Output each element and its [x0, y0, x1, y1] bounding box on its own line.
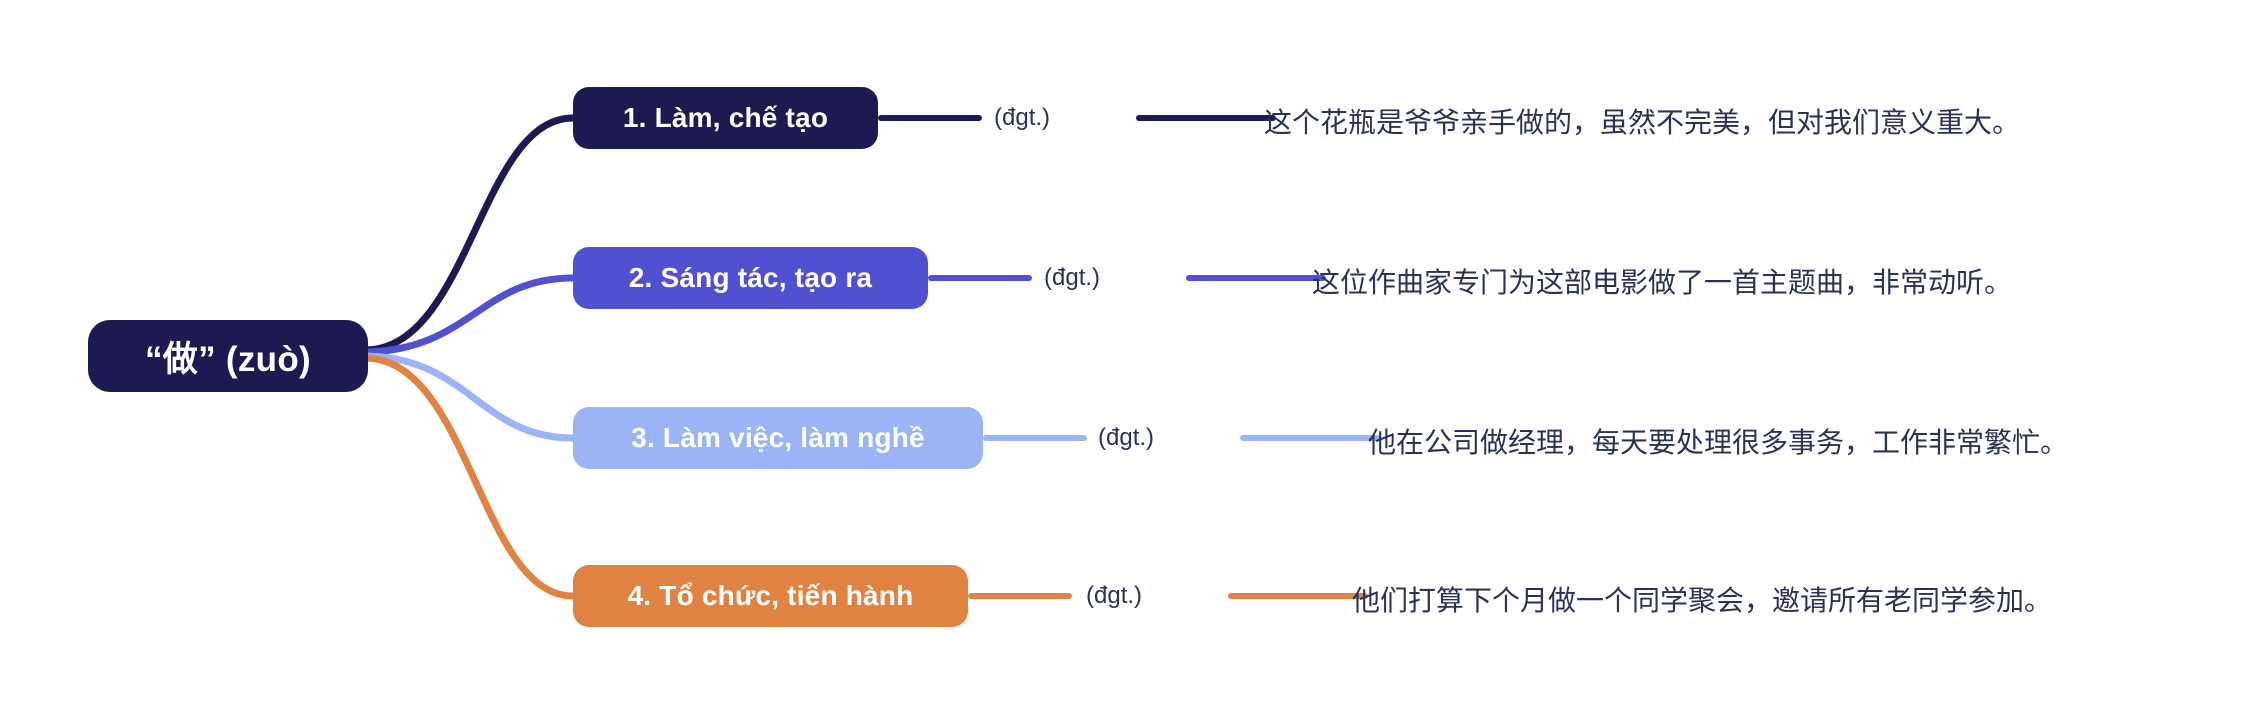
branch-2-example: 这位作曲家专门为这部电影做了一首主题曲，非常动听。	[1312, 267, 2013, 298]
branch-1-dash	[1136, 115, 1276, 121]
branch-2-dash	[1186, 275, 1326, 281]
branch-3-pos-tag: (đgt.)	[1098, 424, 1155, 451]
branch-node-4-label: 4. Tổ chức, tiến hành	[627, 580, 914, 611]
branch-1-pos-tag: (đgt.)	[994, 104, 1051, 131]
branch-4-pos-tag: (đgt.)	[1086, 582, 1143, 609]
root-node-label: “做” (zuò)	[145, 339, 311, 379]
branch-1-example: 这个花瓶是爷爷亲手做的，虽然不完美，但对我们意义重大。	[1264, 107, 2021, 138]
branch-node-3-label: 3. Làm việc, làm nghề	[631, 422, 925, 453]
branch-curve-3	[362, 352, 577, 442]
branch-4-connector-dash	[968, 593, 1072, 599]
branch-node-1[interactable]: 1. Làm, chế tạo	[573, 87, 878, 149]
branch-3-connector-dash	[983, 435, 1087, 441]
branch-node-4[interactable]: 4. Tổ chức, tiến hành	[573, 565, 968, 627]
branch-curve-1	[362, 114, 577, 354]
branch-4-example: 他们打算下个月做一个同学聚会，邀请所有老同学参加。	[1352, 585, 2053, 616]
branch-2-pos-tag: (đgt.)	[1044, 264, 1101, 291]
branch-3-example: 他在公司做经理，每天要处理很多事务，工作非常繁忙。	[1368, 427, 2069, 458]
branch-4-dash	[1228, 593, 1368, 599]
branch-curve-4	[362, 354, 577, 600]
branch-node-3[interactable]: 3. Làm việc, làm nghề	[573, 407, 983, 469]
branch-node-2[interactable]: 2. Sáng tác, tạo ra	[573, 247, 928, 309]
branch-curve-2	[362, 274, 577, 356]
branch-node-2-label: 2. Sáng tác, tạo ra	[628, 262, 873, 293]
branch-3-dash	[1240, 435, 1380, 441]
root-node[interactable]: “做” (zuò)	[88, 320, 368, 392]
branch-1-connector-dash	[878, 115, 982, 121]
branch-2-connector-dash	[928, 275, 1032, 281]
branch-node-1-label: 1. Làm, chế tạo	[622, 102, 829, 133]
